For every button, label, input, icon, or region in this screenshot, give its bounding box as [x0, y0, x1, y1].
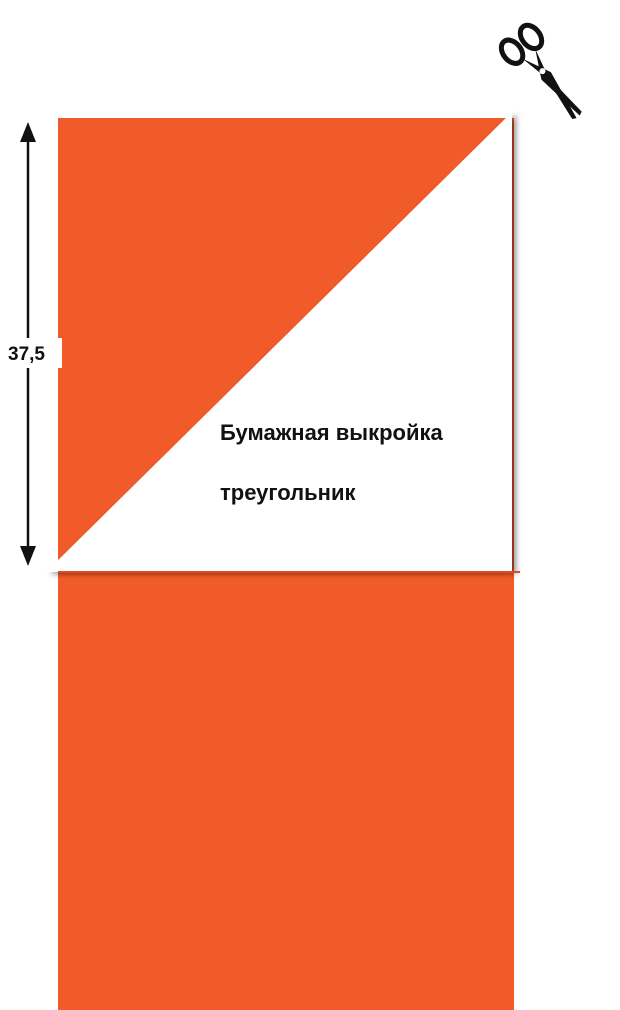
dimension-label: 37,5	[8, 344, 45, 365]
paper-triangle	[46, 112, 512, 572]
dimension-label-bg	[6, 338, 62, 368]
pattern-label-line2: треугольник	[220, 480, 356, 505]
pattern-label-line1: Бумажная выкройка	[220, 420, 443, 445]
scissors-icon	[498, 22, 582, 119]
